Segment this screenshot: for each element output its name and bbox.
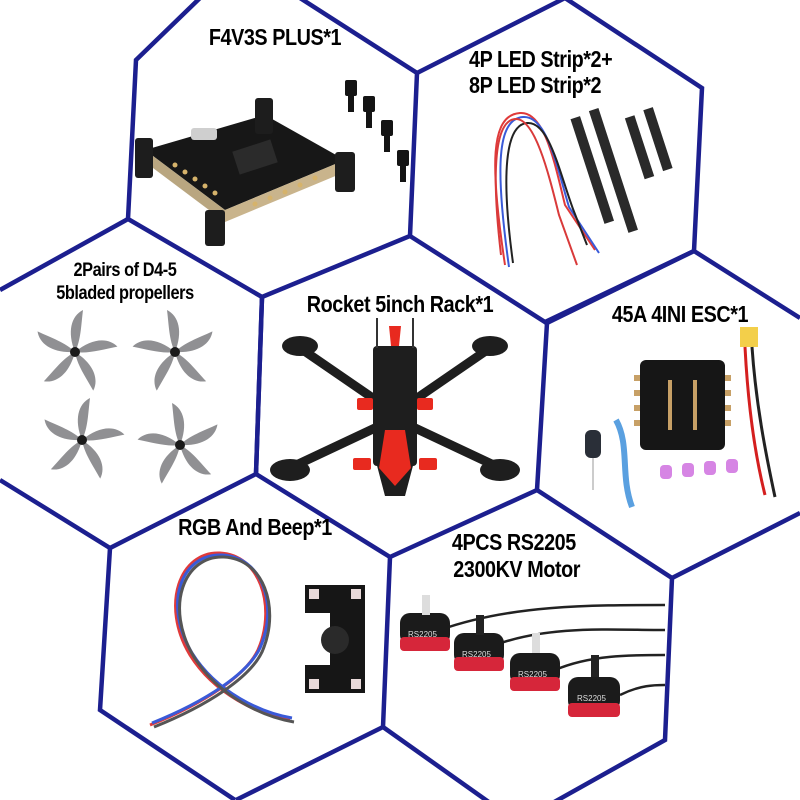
quad-frame-icon [270,318,520,496]
motors-label-line1: 4PCS RS2205 [451,529,576,555]
led-strip-icon [494,107,673,268]
led-strips-label-line1: 4P LED Strip*2+ [469,46,613,72]
led-strips-label-line2: 8P LED Strip*2 [469,72,602,98]
buzzer-board-icon [149,551,365,729]
propellers-label-line2: 5bladed propellers [56,283,194,304]
frame-label: Rocket 5inch Rack*1 [306,291,494,317]
esc-label: 45A 4INI ESC*1 [611,301,749,327]
motor-text: RS2205 [518,670,547,679]
propellers-label-line1: 2Pairs of D4-5 [73,260,177,281]
motor-text: RS2205 [577,694,606,703]
motors-label-line2: 2300KV Motor [453,556,581,582]
esc-board-icon [585,327,777,509]
flight-controller-board-icon [135,80,409,246]
motor-icon: RS2205 RS2205 RS2205 RS2205 [400,595,666,717]
motor-text: RS2205 [462,650,491,659]
motor-text: RS2205 [408,630,437,639]
rgb-beeper-label: RGB And Beep*1 [178,514,332,540]
propeller-icon [33,310,222,484]
flight-controller-label: F4V3S PLUS*1 [208,24,342,50]
